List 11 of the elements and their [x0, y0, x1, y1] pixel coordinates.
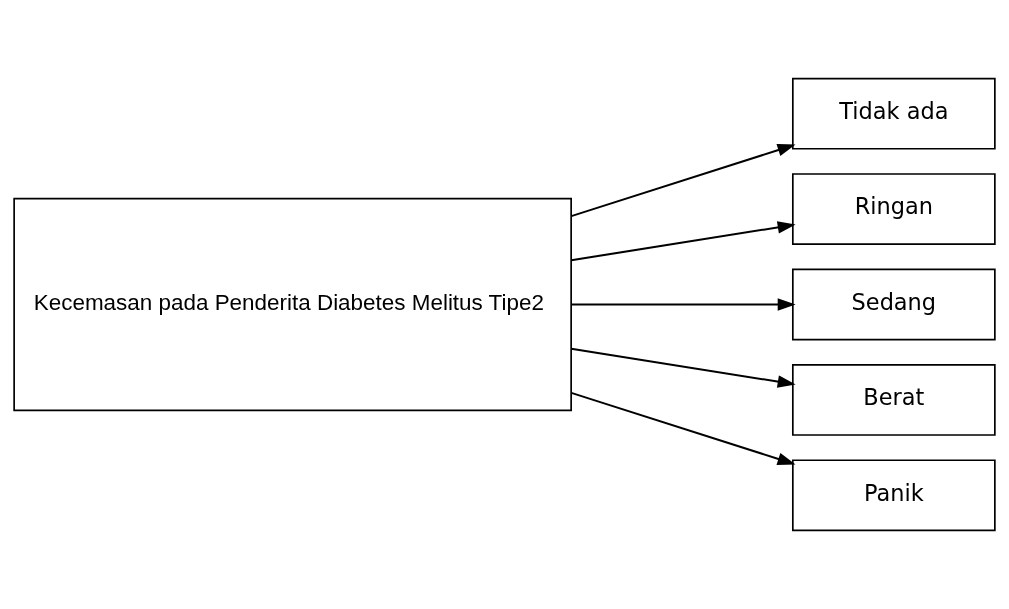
- arrow: [570, 391, 796, 465]
- arrow: [570, 298, 796, 311]
- node-box: Ringan: [792, 173, 996, 245]
- arrow: [570, 221, 796, 262]
- arrow: [570, 144, 796, 218]
- node-box: Kecemasan pada Penderita Diabetes Melitus Tipe2: [13, 197, 572, 412]
- arrow: [570, 347, 796, 388]
- node-box: Berat: [792, 364, 996, 436]
- node-box: Tidak ada: [792, 77, 996, 150]
- node-box: Panik: [792, 459, 996, 532]
- node-box: Sedang: [792, 268, 996, 341]
